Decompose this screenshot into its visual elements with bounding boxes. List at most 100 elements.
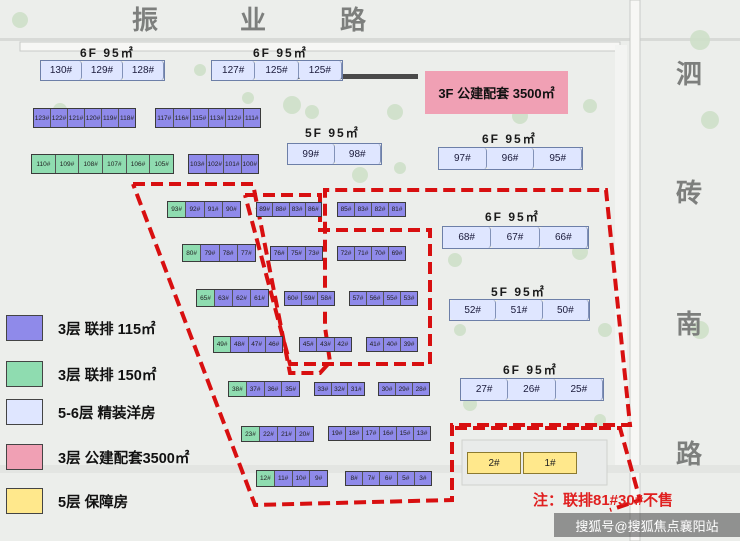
unit: 39#: [401, 338, 417, 351]
unit: 111#: [243, 109, 260, 127]
unit: 85#: [338, 203, 355, 216]
townhouse-block: 45#43#42#: [299, 337, 352, 352]
unit: 90#: [222, 202, 240, 217]
road-label-ye: 业: [240, 6, 267, 36]
unit: 47#: [248, 337, 266, 352]
unit: 7#: [363, 472, 381, 485]
unit: 79#: [201, 245, 220, 261]
unit: 80#: [183, 245, 202, 261]
tall-unit: 27#: [461, 379, 509, 400]
unit: 12#: [257, 471, 275, 486]
unit: 77#: [237, 245, 255, 261]
unit: 69#: [389, 247, 405, 260]
unit: 86#: [305, 203, 321, 216]
legend-swatch: [6, 444, 43, 470]
unit: 28#: [413, 383, 429, 395]
unit: 35#: [282, 382, 299, 396]
tall-group-building: 27#26#25#: [460, 378, 604, 401]
townhouse-block: 76#75#73#: [270, 246, 323, 261]
tall-group-building: 68#67#66#: [442, 226, 589, 249]
tall-unit: 51#: [496, 300, 543, 320]
townhouse-block: 72#71#70#69#: [337, 246, 406, 261]
tall-unit: 67#: [491, 227, 540, 248]
townhouse-block: 19#18#17#16#15#13#: [328, 426, 431, 441]
unit: 45#: [300, 338, 318, 351]
legend-item: 3层 联排 115㎡: [6, 315, 156, 341]
unit: 113#: [208, 109, 226, 127]
unit: 30#: [379, 383, 396, 395]
unit: 106#: [126, 155, 151, 173]
unit: 105#: [150, 155, 174, 173]
unit: 116#: [173, 109, 191, 127]
tall-unit: 96#: [486, 148, 535, 169]
unit: 112#: [226, 109, 244, 127]
legend-swatch: [6, 361, 43, 387]
tall-unit: 98#: [334, 144, 381, 164]
unit: 29#: [396, 383, 413, 395]
tall-unit: 25#: [555, 379, 603, 400]
unit: 8#: [346, 472, 364, 485]
unit: 117#: [156, 109, 174, 127]
tall-group-building: 130#129#128#: [40, 60, 165, 81]
townhouse-block: 12#11#10#9#: [256, 470, 328, 487]
unit: 110#: [32, 155, 56, 173]
unit: 21#: [278, 427, 296, 441]
unit: 109#: [55, 155, 80, 173]
unit: 101#: [224, 155, 242, 173]
unit: 93#: [168, 202, 187, 217]
townhouse-block: 57#56#55#53#: [349, 291, 418, 306]
tall-group-building: 52#51#50#: [449, 299, 590, 321]
road-label-si: 泗: [676, 60, 703, 90]
legend-label: 5-6层 精装洋房: [58, 405, 156, 422]
unit: 107#: [103, 155, 127, 173]
tall-unit: 95#: [534, 148, 583, 169]
unit: 76#: [271, 247, 289, 260]
unit: 103#: [189, 155, 207, 173]
legend-item: 5层 保障房: [6, 488, 128, 514]
townhouse-block: 8#7#6#5#3#: [345, 471, 432, 486]
legend-label: 5层 保障房: [58, 494, 129, 511]
unit: 120#: [85, 109, 102, 127]
unit: 108#: [79, 155, 104, 173]
unit: 40#: [384, 338, 401, 351]
legend-swatch: [6, 488, 43, 514]
unit: 59#: [301, 292, 319, 305]
townhouse-block: 80#79#78#77#: [182, 244, 256, 262]
tall-unit: 125#: [255, 61, 299, 80]
tall-group-label: 6F 95㎡: [253, 46, 308, 60]
tall-unit: 97#: [439, 148, 487, 169]
affordable-housing: 2# 1#: [467, 452, 577, 474]
tall-group-label: 5F 95㎡: [305, 126, 360, 140]
unit: 43#: [317, 338, 335, 351]
tall-unit: 127#: [212, 61, 256, 80]
townhouse-block: 41#40#39#: [366, 337, 418, 352]
unit: 57#: [350, 292, 367, 305]
unit: 118#: [119, 109, 135, 127]
townhouse-block: 103#102#101#100#: [188, 154, 259, 174]
unit: 32#: [331, 383, 349, 395]
tall-group-label: 6F 95㎡: [503, 363, 558, 377]
tall-group-label: 6F 95㎡: [485, 210, 540, 224]
tall-unit: 125#: [298, 61, 342, 80]
unit: 33#: [315, 383, 332, 395]
tall-group-building: 127#125#125#: [211, 60, 343, 81]
townhouse-block: 38#37#36#35#: [228, 381, 300, 397]
legend-label: 3层 联排 115㎡: [58, 321, 156, 338]
unit: 62#: [233, 290, 251, 306]
tall-group-building: 99#98#: [287, 143, 382, 165]
unit: 53#: [401, 292, 417, 305]
tall-unit: 99#: [288, 144, 335, 164]
road-label-zhen: 振: [132, 6, 159, 36]
tall-group-label: 6F 95㎡: [80, 46, 135, 60]
unit: 18#: [346, 427, 363, 440]
tall-unit: 66#: [539, 227, 588, 248]
unit: 73#: [305, 247, 322, 260]
unit: 63#: [215, 290, 233, 306]
road-label-lu-east: 路: [676, 440, 703, 470]
townhouse-block: 49#48#47#46#: [213, 336, 283, 353]
tall-unit: 129#: [82, 61, 123, 80]
townhouse-block: 123#122#121#120#119#118#: [33, 108, 136, 128]
unit: 121#: [68, 109, 85, 127]
unit: 89#: [257, 203, 274, 216]
